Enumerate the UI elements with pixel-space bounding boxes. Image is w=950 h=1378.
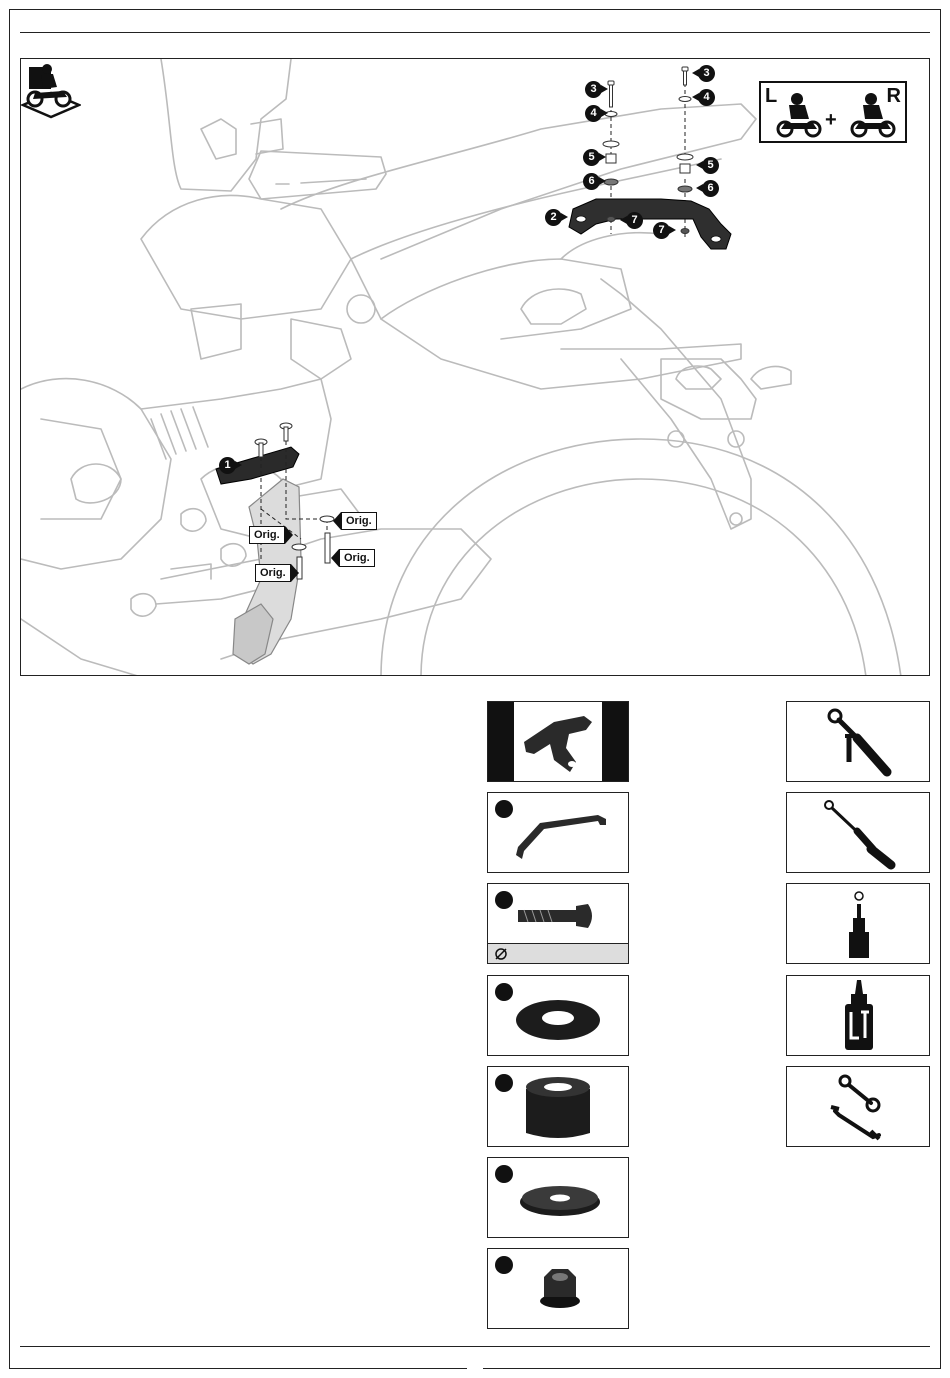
callout-4: 4 bbox=[698, 89, 715, 106]
footer-rule bbox=[20, 1346, 930, 1347]
callout-7: 7 bbox=[653, 222, 670, 239]
part-card-4 bbox=[487, 1066, 629, 1147]
part-card-3 bbox=[487, 975, 629, 1056]
callout-6: 6 bbox=[583, 173, 600, 190]
screw-icon bbox=[488, 884, 629, 944]
callout-5: 5 bbox=[702, 157, 719, 174]
orig-label: Orig. bbox=[255, 564, 291, 582]
orig-label: Orig. bbox=[341, 512, 377, 530]
large-washer-icon bbox=[488, 1158, 629, 1238]
callout-1: 1 bbox=[219, 457, 236, 474]
threadlocker-icon bbox=[787, 976, 931, 1057]
tool-card-spanner bbox=[786, 1066, 930, 1147]
spacer-icon bbox=[488, 1067, 629, 1147]
flange-nut-icon bbox=[488, 1249, 629, 1329]
bracket-arm-icon bbox=[488, 793, 629, 873]
torque-wrench-icon bbox=[787, 793, 931, 874]
motorcycle-line-drawing bbox=[21, 59, 930, 676]
motorcycle-side-view-icon bbox=[21, 59, 81, 119]
torque-icon bbox=[494, 947, 508, 961]
callout-7: 7 bbox=[626, 212, 643, 229]
header-rule bbox=[20, 32, 930, 33]
hex-bit-icon bbox=[787, 884, 931, 965]
callout-6: 6 bbox=[702, 180, 719, 197]
washer-icon bbox=[488, 976, 629, 1056]
callout-2: 2 bbox=[545, 209, 562, 226]
callout-5: 5 bbox=[583, 149, 600, 166]
part-card-2 bbox=[487, 883, 629, 964]
part-note-strip bbox=[488, 943, 628, 963]
callout-3: 3 bbox=[698, 65, 715, 82]
part-card-main-bracket bbox=[487, 701, 629, 782]
tool-card-threadlocker bbox=[786, 975, 930, 1056]
orig-label: Orig. bbox=[339, 549, 375, 567]
orig-label: Orig. bbox=[249, 526, 285, 544]
spanner-icon bbox=[787, 1067, 931, 1148]
bracket-part-2 bbox=[569, 199, 731, 249]
bracket-main-icon bbox=[514, 702, 602, 781]
part-card-5 bbox=[487, 1157, 629, 1238]
tool-card-ratchet-screwdriver bbox=[786, 701, 930, 782]
footer-gap bbox=[467, 1365, 483, 1373]
callout-4: 4 bbox=[585, 105, 602, 122]
part-card-1 bbox=[487, 792, 629, 873]
assembly-illustration: L R + 3 3 4 4 5 5 6 6 2 7 7 1 Orig. Ori bbox=[20, 58, 930, 676]
callout-3: 3 bbox=[585, 81, 602, 98]
part-card-6 bbox=[487, 1248, 629, 1329]
rider-pair-icon bbox=[761, 83, 909, 145]
ratchet-screwdriver-icon bbox=[787, 702, 931, 783]
tool-card-torque-wrench bbox=[786, 792, 930, 873]
left-right-both-sides-box: L R + bbox=[759, 81, 907, 143]
tool-card-hex-bit bbox=[786, 883, 930, 964]
